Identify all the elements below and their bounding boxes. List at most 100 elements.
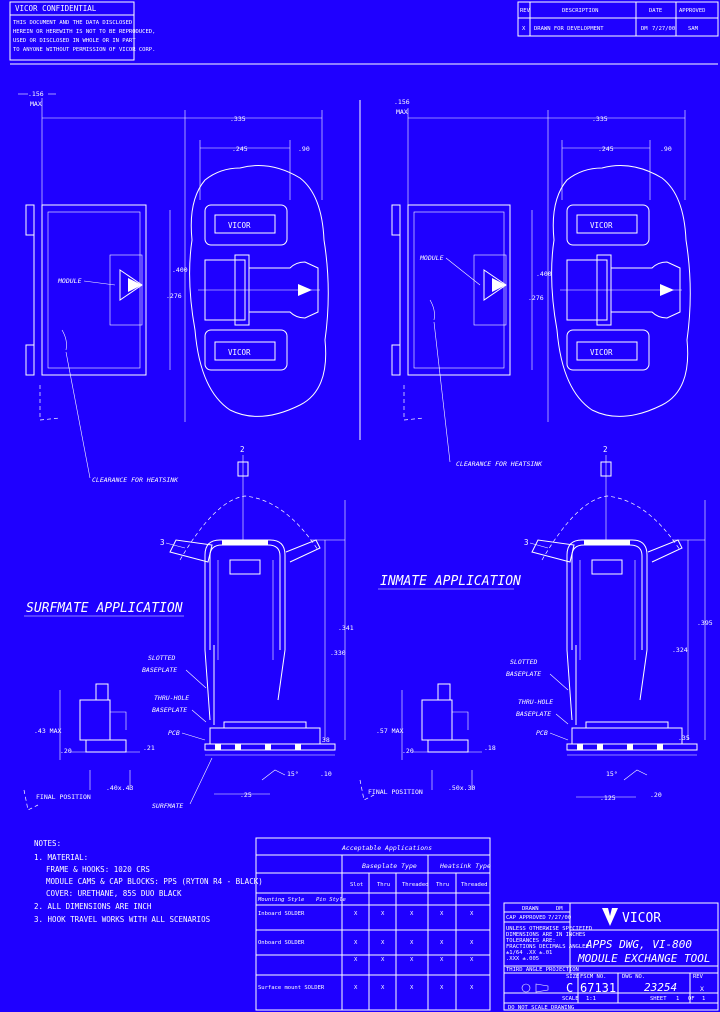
clearance-label: CLEARANCE FOR HEATSINK <box>92 476 179 484</box>
group-baseplate: Baseplate Type <box>362 862 417 870</box>
spec-line: TOLERANCES ARE: <box>506 938 556 944</box>
dim-width-total: .335 <box>592 115 608 123</box>
dim-width-b: .90 <box>660 145 672 153</box>
row-mark: X <box>354 957 358 963</box>
spec-line: UNLESS OTHERWISE SPECIFIED <box>506 926 592 932</box>
dim-width-b: .90 <box>298 145 310 153</box>
dim-max: .156 <box>394 98 410 106</box>
drawn-by: DM <box>556 906 563 912</box>
dim-height-a: .400 <box>172 266 188 274</box>
do-not-scale: DO NOT SCALE DRAWING <box>508 1005 574 1011</box>
description-header: DESCRIPTION <box>562 8 598 14</box>
inmate-title: INMATE APPLICATION <box>380 574 521 589</box>
logo-bottom: VICOR <box>590 348 613 357</box>
row-mark: X <box>381 957 385 963</box>
slotted-label-2: BASEPLATE <box>142 666 177 674</box>
row-mark: X <box>354 940 358 946</box>
rev-description: DRAWN FOR DEVELOPMENT <box>534 26 604 32</box>
dim-width-total: .335 <box>230 115 246 123</box>
dim-15: 15° <box>606 770 618 778</box>
sheets-value: 1 <box>702 996 705 1002</box>
confidential-title: VICOR CONFIDENTIAL <box>15 4 97 13</box>
row-mark: X <box>440 957 444 963</box>
col-thru: Thru <box>436 882 449 888</box>
dim-10: .10 <box>320 770 332 778</box>
dim-25: .25 <box>240 791 252 799</box>
row-header-pin: Pin Style <box>316 897 346 903</box>
rev-by: DM <box>641 26 648 32</box>
dim-15: 15° <box>287 770 299 778</box>
dim-43: .43 MAX <box>34 727 61 735</box>
rev-approved: SAM <box>688 26 699 32</box>
sheet-value: 1 <box>676 996 679 1002</box>
left-side-view: .156 MAX MODULE CLEARANCE FOR HEATSINK .… <box>18 90 329 484</box>
row-mark: X <box>381 911 385 917</box>
spec-line: DIMENSIONS ARE IN INCHES <box>506 932 585 938</box>
module-label: MODULE <box>419 254 444 262</box>
dim-330: .330 <box>330 649 346 657</box>
drawing-title-line1: APPS DWG, VI-800 <box>585 938 692 951</box>
cap-date: 7/27/00 <box>548 915 571 921</box>
row-mark: X <box>440 985 444 991</box>
note-item: FRAME & HOOKS: 1020 CRS <box>46 865 150 874</box>
row-mark: X <box>381 985 385 991</box>
rev-date: 7/27/00 <box>652 26 675 32</box>
date-header: DATE <box>649 8 662 14</box>
dim-20: .20 <box>402 747 414 755</box>
rev-header: REV <box>520 8 531 14</box>
cap-approved: CAP APPROVED <box>506 915 546 921</box>
scale-label: SCALE <box>562 996 579 1002</box>
row-mark: X <box>470 985 474 991</box>
drawn-label: DRAWN <box>522 906 539 912</box>
final-position-label: FINAL POSITION <box>36 793 91 801</box>
callout-3: 3 <box>524 538 529 547</box>
thruhole-label: THRU-HOLE <box>154 694 189 702</box>
clearance-label: CLEARANCE FOR HEATSINK <box>456 460 543 468</box>
dim-35: .35 <box>678 734 690 742</box>
dim-max: .156 <box>28 90 44 98</box>
group-heatsink: Heatsink Type <box>439 862 491 870</box>
logo-top: VICOR <box>228 221 251 230</box>
callout-2: 2 <box>240 445 245 454</box>
approved-header: APPROVED <box>679 8 706 14</box>
rev-value: X <box>522 26 526 32</box>
row-mark: X <box>354 911 358 917</box>
notes-heading: NOTES: <box>34 839 61 848</box>
fscm-value: 67131 <box>580 981 616 995</box>
dim-57: .57 MAX <box>376 727 403 735</box>
of-label: OF <box>688 996 695 1002</box>
col-thru: Thru <box>377 882 390 888</box>
col-slot: Slot <box>350 882 363 888</box>
surfmate-application: 2 3 SURFMATE APPLICATION .341 .330 SLOTT… <box>23 445 354 811</box>
dim-21: .21 <box>143 744 155 752</box>
third-angle-label: THIRD ANGLE PROJECTION <box>506 967 579 973</box>
row-mark: X <box>410 985 414 991</box>
row-mark: X <box>470 940 474 946</box>
pcb-label: PCB <box>168 729 180 737</box>
dim-width-a: .245 <box>232 145 248 153</box>
confidential-line: TO ANYONE WITHOUT PERMISSION OF VICOR CO… <box>13 47 155 53</box>
thruhole-label: THRU-HOLE <box>518 698 553 706</box>
title-block: DRAWN DM CAP APPROVED 7/27/00 UNLESS OTH… <box>503 902 719 1011</box>
table-title: Acceptable Applications <box>341 844 432 852</box>
slotted-label-2: BASEPLATE <box>506 670 541 678</box>
dim-height-b: .276 <box>166 292 182 300</box>
note-item: COVER: URETHANE, 85S DUO BLACK <box>46 889 182 898</box>
callout-2: 2 <box>603 445 608 454</box>
confidential-notice: VICOR CONFIDENTIAL THIS DOCUMENT AND THE… <box>9 1 155 61</box>
row-name: Surface mount SOLDER <box>258 985 325 991</box>
scale-value: 1:1 <box>586 996 596 1002</box>
dim-20: .20 <box>60 747 72 755</box>
spec-line: .XXX ±.005 <box>506 956 539 962</box>
rev-value: X <box>700 985 704 993</box>
row-mark: X <box>381 940 385 946</box>
row-mark: X <box>354 985 358 991</box>
col-threaded: Threaded <box>461 882 488 888</box>
projection-symbol-icon <box>521 983 531 993</box>
callout-3: 3 <box>160 538 165 547</box>
sheet-label: SHEET <box>650 996 667 1002</box>
right-side-view: .156 MAX MODULE CLEARANCE FOR HEATSINK .… <box>391 98 691 468</box>
slotted-label: SLOTTED <box>510 658 537 666</box>
row-name: Inboard SOLDER <box>258 911 305 917</box>
